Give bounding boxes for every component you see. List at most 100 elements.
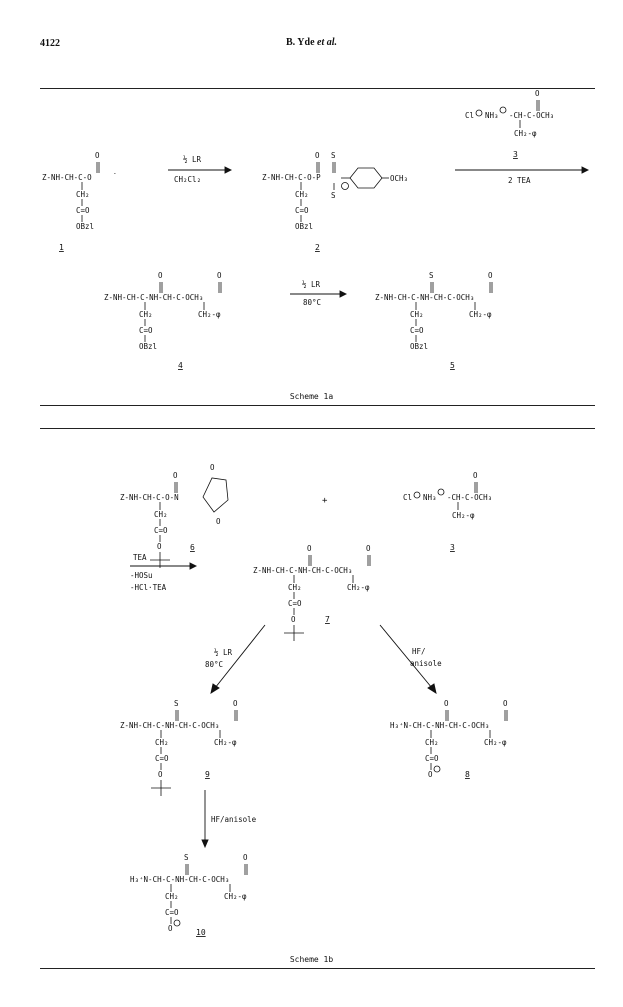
compound-9-structure: Z-NH-CH-C-NH-CH-C-OCH₃ S O CH₂ C=O O CH₂…: [120, 699, 238, 796]
svg-text:Z-NH-CH-C-NH-CH-C-OCH₃: Z-NH-CH-C-NH-CH-C-OCH₃: [253, 566, 352, 575]
svg-text:O: O: [157, 542, 162, 551]
label-compound-2: 2: [315, 243, 320, 252]
compound-3-structure-a: Cl NH₃ -CH-C-OCH₃ O CH₂-φ: [465, 89, 554, 138]
svg-text:C=O: C=O: [410, 326, 424, 335]
reagent-lr-1: ½ LR: [183, 155, 202, 164]
svg-text:O: O: [216, 517, 221, 526]
arrow-7-to-9: [214, 624, 266, 689]
svg-text:CH₂: CH₂: [139, 310, 153, 319]
label-compound-4: 4: [178, 361, 183, 370]
svg-text:O: O: [95, 151, 100, 160]
label-compound-6: 6: [190, 543, 195, 552]
svg-text:OBzl: OBzl: [410, 342, 428, 351]
scheme-1a-caption: Scheme 1a: [289, 392, 334, 401]
svg-text:-CH-C-OCH₃: -CH-C-OCH₃: [509, 111, 554, 120]
svg-text:C=O: C=O: [295, 206, 309, 215]
arrow-9-to-10-head: [201, 839, 209, 849]
svg-text:C=O: C=O: [155, 754, 169, 763]
svg-text:O: O: [366, 544, 371, 553]
svg-text:CH₂: CH₂: [155, 738, 169, 747]
arrow-4-to-5-head: [339, 290, 348, 298]
svg-text:O: O: [535, 89, 540, 98]
arrow-7-to-8-head: [427, 683, 437, 694]
svg-text:CH₂-φ: CH₂-φ: [347, 583, 370, 592]
svg-text:CH₂: CH₂: [410, 310, 424, 319]
svg-text:C=O: C=O: [288, 599, 302, 608]
compound-10-structure: H₃⁺N-CH-C-NH-CH-C-OCH₃ S O CH₂ C=O O CH₂…: [130, 853, 248, 933]
scheme-1b-bottom-rule: [40, 968, 595, 969]
label-compound-1: 1: [59, 243, 64, 252]
svg-text:O: O: [210, 463, 215, 472]
reagent-hosu: -HOSu: [130, 571, 153, 580]
label-compound-10: 10: [196, 928, 206, 937]
label-compound-5: 5: [450, 361, 455, 370]
header-et-al: et al.: [317, 37, 338, 48]
compound-2-structure: Z-NH-CH-C-O-P O S S OCH₃ CH₂ C=O OBzl: [262, 151, 408, 231]
svg-text:Z-NH-CH-C-O-P: Z-NH-CH-C-O-P: [262, 173, 321, 182]
svg-text:CH₂-φ: CH₂-φ: [198, 310, 221, 319]
svg-text:CH₂: CH₂: [295, 190, 309, 199]
svg-text:S: S: [429, 271, 434, 280]
svg-text:C=O: C=O: [139, 326, 153, 335]
svg-text:NH₃: NH₃: [423, 493, 437, 502]
svg-text:Z-NH-CH-C-NH-CH-C-OCH₃: Z-NH-CH-C-NH-CH-C-OCH₃: [375, 293, 474, 302]
svg-text:O: O: [503, 699, 508, 708]
svg-text:CH₂: CH₂: [154, 510, 168, 519]
svg-text:O: O: [168, 924, 173, 933]
label-compound-3a: 3: [513, 150, 518, 159]
svg-text:S: S: [331, 191, 336, 200]
svg-text:S: S: [184, 853, 189, 862]
reagent-hf-2: HF/anisole: [211, 815, 257, 824]
svg-text:Z-NH-CH-C-NH-CH-C-OCH₃: Z-NH-CH-C-NH-CH-C-OCH₃: [120, 721, 219, 730]
svg-text:NH₃: NH₃: [485, 111, 499, 120]
svg-text:S: S: [174, 699, 179, 708]
header-author: B. Yde: [285, 37, 315, 48]
svg-text:O: O: [158, 770, 163, 779]
svg-text:O: O: [488, 271, 493, 280]
compound-7-structure: Z-NH-CH-C-NH-CH-C-OCH₃ O O CH₂ C=O O CH₂…: [253, 544, 371, 641]
reagent-tea: 2 TEA: [508, 176, 531, 185]
label-compound-8: 8: [465, 770, 470, 779]
svg-text:Z-NH-CH-C-O: Z-NH-CH-C-O: [42, 173, 92, 182]
reagent-temp-1: 80°C: [303, 298, 321, 307]
scheme-1a-top-rule: [40, 88, 595, 89]
compound-3-structure-b: Cl NH₃ -CH-C-OCH₃ O CH₂-φ: [403, 471, 492, 520]
svg-text:H₃⁺N-CH-C-NH-CH-C-OCH₃: H₃⁺N-CH-C-NH-CH-C-OCH₃: [390, 721, 489, 730]
svg-text:OBzl: OBzl: [295, 222, 313, 231]
label-compound-9: 9: [205, 770, 210, 779]
compound-6-structure: Z-NH-CH-C-O-N O O O CH₂ C=O O: [120, 463, 229, 568]
svg-text:O: O: [428, 770, 433, 779]
reagent-hcltea: -HCl·TEA: [130, 583, 167, 592]
svg-text:-: -: [113, 170, 117, 177]
svg-text:CH₂: CH₂: [76, 190, 90, 199]
compound-1-structure: Z-NH-CH-C-O - O CH₂ C=O OBzl: [42, 151, 117, 231]
svg-text:CH₂-φ: CH₂-φ: [484, 738, 507, 747]
scheme-1b-top-rule: [40, 428, 595, 429]
svg-text:CH₂-φ: CH₂-φ: [452, 511, 475, 520]
svg-text:O: O: [243, 853, 248, 862]
svg-text:CH₂-φ: CH₂-φ: [224, 892, 247, 901]
label-compound-3b: 3: [450, 543, 455, 552]
svg-text:CH₂-φ: CH₂-φ: [214, 738, 237, 747]
reagent-hf-1: HF/: [412, 647, 426, 656]
svg-text:O: O: [173, 471, 178, 480]
svg-text:CH₂: CH₂: [288, 583, 302, 592]
svg-text:O: O: [444, 699, 449, 708]
svg-text:H₃⁺N-CH-C-NH-CH-C-OCH₃: H₃⁺N-CH-C-NH-CH-C-OCH₃: [130, 875, 229, 884]
reagent-lr-2: ½ LR: [302, 280, 321, 289]
svg-text:C=O: C=O: [425, 754, 439, 763]
scheme-1a-bottom-rule: [40, 405, 595, 406]
plus-sign: +: [322, 496, 328, 506]
running-header: B. Yde et al.: [0, 37, 623, 48]
svg-text:OBzl: OBzl: [76, 222, 94, 231]
svg-text:O: O: [307, 544, 312, 553]
reagent-solvent: CH₂Cl₂: [174, 175, 201, 184]
svg-text:-CH-C-OCH₃: -CH-C-OCH₃: [447, 493, 492, 502]
svg-text:S: S: [331, 151, 336, 160]
compound-4-structure: Z-NH-CH-C-NH-CH-C-OCH₃ O O CH₂ C=O OBzl …: [104, 271, 222, 351]
label-compound-7: 7: [325, 615, 330, 624]
compound-5-structure: Z-NH-CH-C-NH-CH-C-OCH₃ S O CH₂ C=O OBzl …: [375, 271, 493, 351]
page-number: 4122: [40, 38, 60, 49]
arrow-7-to-9-head: [210, 683, 220, 694]
